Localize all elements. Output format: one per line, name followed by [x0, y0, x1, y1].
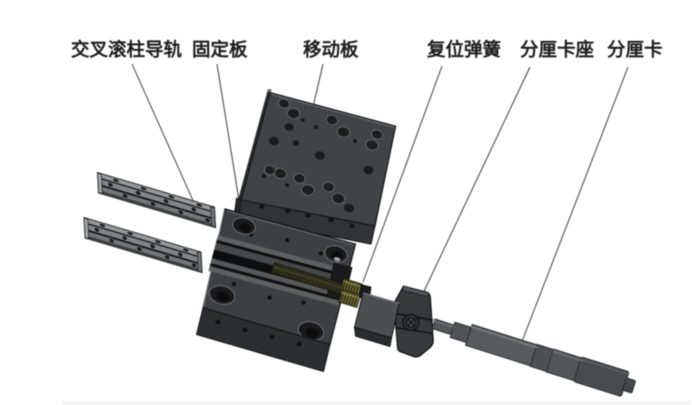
svg-text:复位弹簧: 复位弹簧 — [426, 39, 501, 60]
svg-text:分厘卡: 分厘卡 — [607, 39, 663, 60]
svg-text:分厘卡座: 分厘卡座 — [520, 39, 595, 60]
svg-text:移动板: 移动板 — [303, 39, 359, 60]
svg-text:交叉滚柱导轨: 交叉滚柱导轨 — [71, 39, 183, 60]
svg-text:固定板: 固定板 — [192, 39, 248, 60]
